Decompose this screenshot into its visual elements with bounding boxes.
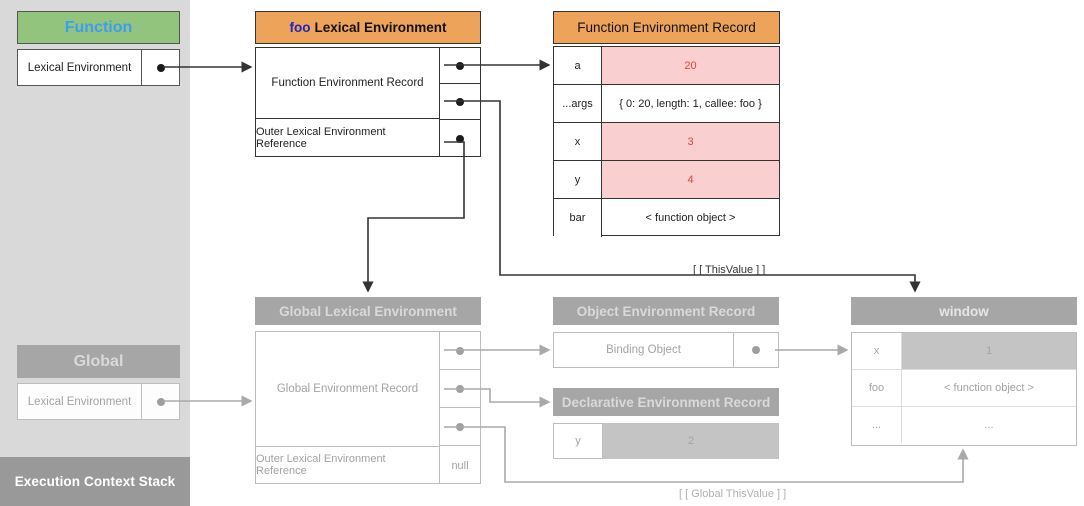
stack-frame-global-pointer-cell xyxy=(142,384,179,419)
global-outer-value: null xyxy=(451,459,469,472)
binding-key: foo xyxy=(852,370,902,406)
table-row: bar < function object > xyxy=(554,199,779,237)
stack-frame-function-pointer-cell xyxy=(142,50,179,85)
foo-labels-column: Function Environment Record Outer Lexica… xyxy=(256,48,440,156)
foo-pointer-cell-record-2 xyxy=(440,84,480,120)
binding-value: { 0: 20, length: 1, callee: foo } xyxy=(619,97,762,110)
global-pointers-column: null xyxy=(440,332,480,483)
stack-frame-function-lexical-environment-row[interactable]: Lexical Environment xyxy=(17,49,180,86)
wire-foo-outer-to-global-env xyxy=(362,141,465,293)
pointer-dot-icon xyxy=(156,63,165,72)
binding-value: 20 xyxy=(602,47,779,84)
global-pointer-cell-2 xyxy=(440,370,480,408)
object-environment-record-title: Object Environment Record xyxy=(553,297,779,325)
global-outer-lexical-environment-reference-label: Outer Lexical Environment Reference xyxy=(256,452,386,477)
global-environment-record-label: Global Environment Record xyxy=(256,332,439,447)
foo-lexical-environment-box: Function Environment Record Outer Lexica… xyxy=(255,47,481,157)
table-row: x 3 xyxy=(554,123,779,161)
pointer-dot-icon xyxy=(456,61,464,70)
pointer-dot-icon xyxy=(456,97,464,106)
binding-key: ...args xyxy=(554,85,602,122)
global-pointer-cell-1 xyxy=(440,332,480,370)
stack-frame-global-lexical-environment-row[interactable]: Lexical Environment xyxy=(17,383,180,420)
binding-key: x xyxy=(554,123,602,160)
foo-pointer-cell-record-1 xyxy=(440,48,480,84)
foo-outer-lexical-environment-reference-label: Outer Lexical Environment Reference xyxy=(256,125,386,150)
binding-value: 4 xyxy=(602,161,779,198)
function-environment-record-title: Function Environment Record xyxy=(553,11,780,44)
window-object-title: window xyxy=(851,297,1077,325)
pointer-dot-icon xyxy=(456,422,464,431)
foo-keyword-label: foo xyxy=(289,20,311,35)
foo-pointer-cell-outer xyxy=(440,120,480,158)
table-row: ...args { 0: 20, length: 1, callee: foo … xyxy=(554,85,779,123)
foo-pointers-column xyxy=(440,48,480,156)
table-row: x 1 xyxy=(852,333,1076,370)
global-labels-column: Global Environment Record Outer Lexical … xyxy=(256,332,440,483)
declarative-environment-record-row: y 2 xyxy=(553,423,779,459)
binding-value: 1 xyxy=(902,333,1076,369)
binding-key: bar xyxy=(554,199,602,237)
pointer-dot-icon xyxy=(456,135,464,143)
stack-frame-global-title: Global xyxy=(17,345,180,378)
binding-value: 3 xyxy=(602,123,779,160)
table-row: a 20 xyxy=(554,47,779,85)
binding-key: a xyxy=(554,47,602,84)
foo-function-environment-record-label: Function Environment Record xyxy=(256,48,439,119)
global-pointer-cell-3 xyxy=(440,408,480,446)
binding-key: y xyxy=(554,161,602,198)
pointer-dot-icon xyxy=(456,346,464,355)
table-row: y 4 xyxy=(554,161,779,199)
binding-key: y xyxy=(553,423,603,459)
binding-key: ... xyxy=(852,407,902,443)
stack-frame-function-lexical-environment-label: Lexical Environment xyxy=(18,50,142,85)
global-this-value-annotation: [ [ Global ThisValue ] ] xyxy=(679,488,787,500)
pointer-dot-icon xyxy=(456,384,464,393)
binding-key: x xyxy=(852,333,902,369)
window-object-table: x 1 foo < function object > ... ... xyxy=(851,332,1077,446)
global-lexical-environment-title: Global Lexical Environment xyxy=(255,297,481,325)
stack-frame-function-title: Function xyxy=(17,11,180,44)
binding-value: 2 xyxy=(687,435,695,447)
execution-context-stack-label: Execution Context Stack xyxy=(0,457,190,506)
function-environment-record-table: a 20 ...args { 0: 20, length: 1, callee:… xyxy=(553,46,780,237)
binding-value: < function object > xyxy=(944,382,1034,394)
stack-frame-global-lexical-environment-label: Lexical Environment xyxy=(18,384,142,419)
global-lexical-environment-box: Global Environment Record Outer Lexical … xyxy=(255,331,481,484)
table-row: foo < function object > xyxy=(852,370,1076,407)
table-row: ... ... xyxy=(852,407,1076,443)
pointer-dot-icon xyxy=(156,397,165,406)
object-environment-record-box: Binding Object xyxy=(553,332,779,368)
declarative-environment-record-title: Declarative Environment Record xyxy=(553,388,779,416)
binding-object-pointer-cell xyxy=(734,333,778,367)
binding-value: ... xyxy=(984,419,994,431)
this-value-annotation: [ [ ThisValue ] ] xyxy=(693,264,766,276)
foo-title-rest-label: Lexical Environment xyxy=(314,20,447,35)
binding-object-label: Binding Object xyxy=(554,333,734,367)
binding-value: < function object > xyxy=(645,212,736,224)
pointer-dot-icon xyxy=(752,346,760,354)
